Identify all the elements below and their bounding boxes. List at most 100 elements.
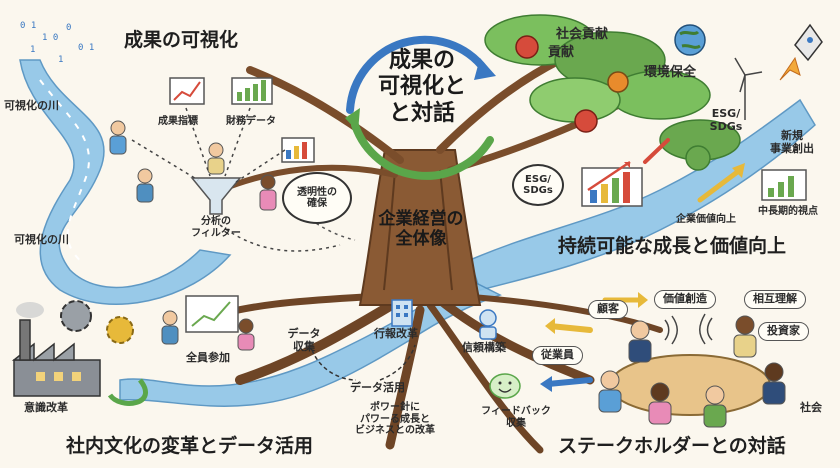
new-business-line: 新規: [781, 129, 803, 142]
kpi-label: 成果指標: [158, 116, 198, 127]
corporate-value-label: 企業価値向上: [676, 214, 736, 225]
orange-icon: [607, 71, 629, 93]
data-collect-label: データ 収集: [282, 327, 326, 353]
person-icon: [207, 142, 225, 175]
growth-river: [469, 98, 816, 291]
esg-label: ESG/ SDGs: [706, 107, 746, 133]
svg-text:0: 0: [66, 23, 71, 33]
building-icon: [391, 299, 413, 327]
kpi-chart-icon: [169, 77, 205, 105]
center-title-line: と対話: [388, 100, 455, 126]
person-icon: [237, 318, 255, 351]
center-title-line: 成果の: [388, 48, 455, 73]
esg-badge-line: ESG/: [525, 173, 551, 185]
trunk-bark-line: [383, 169, 396, 291]
awareness-label: 意識改革: [24, 401, 68, 414]
section-title-stakeholder: ステークホルダーとの対話: [558, 435, 786, 457]
esg-line: ESG/: [711, 107, 741, 120]
whiteboard-icon: [185, 295, 239, 333]
flow-dashes: [131, 107, 341, 252]
green-cycle-arrow: [107, 378, 148, 406]
feedback-chat-icon: [489, 373, 521, 399]
person-icon: [733, 315, 757, 358]
feedback-label: フィードバック 収集: [476, 406, 556, 429]
customer-pill: 顧客: [588, 300, 628, 319]
transparency-line: 確保: [307, 198, 327, 209]
person-icon: [136, 168, 154, 203]
person-icon: [598, 370, 622, 413]
svg-text:0 1: 0 1: [78, 43, 94, 53]
svg-text:1: 1: [30, 45, 35, 55]
filter-funnel-icon: [190, 177, 242, 215]
transparency-badge: 透明性の 確保: [282, 172, 352, 224]
center-title: 成果の 可視化と と対話: [372, 48, 472, 127]
society-label: 社会: [800, 401, 822, 414]
leaf-badge-icon: [685, 145, 711, 171]
esg-badge-line: SDGs: [523, 185, 553, 196]
data-collect-line: 収集: [293, 339, 315, 353]
globe-icon: [674, 24, 706, 56]
contribution-label: 貢献: [548, 45, 575, 60]
river-label: 可視化の川: [14, 233, 69, 246]
section-title-growth: 持続可能な成長と価値向上: [558, 235, 787, 257]
finance-data-label: 財務データ: [226, 116, 276, 127]
data-use-label: データ活用: [350, 381, 405, 394]
person-icon: [628, 320, 652, 363]
leaf-canopy: [484, 14, 741, 161]
trunk-bark-line: [439, 169, 453, 291]
person-icon: [259, 174, 277, 211]
section-title-culture: 社内文化の変革とデータ活用: [66, 435, 314, 457]
filter-label-line: フィルター: [191, 227, 241, 239]
center-title-line: 可視化と: [377, 74, 466, 100]
feedback-line: 収集: [506, 417, 526, 429]
sound-wave-icon: [664, 313, 713, 345]
svg-text:1 0: 1 0: [42, 33, 58, 43]
gear-icon: [106, 316, 134, 344]
filter-label-line: 分析の: [201, 216, 231, 227]
esg-badge: ESG/ SDGs: [512, 164, 564, 206]
apple-icon: [515, 35, 539, 59]
section-title-visualization: 成果の可視化: [124, 29, 239, 51]
visualization-river: [19, 59, 232, 306]
svg-text:0 1: 0 1: [20, 21, 36, 31]
trust-label: 信頼構築: [462, 341, 506, 354]
rocket-icon: [779, 23, 823, 81]
midlong-bar-chart-icon: [761, 169, 807, 201]
bar-chart-icon: [281, 137, 315, 163]
center-cycle-arrows: [345, 35, 496, 180]
social-contribution-label: 社会貢献: [556, 27, 609, 42]
river-label: 可視化の川: [4, 99, 59, 112]
environment-label: 環境保全: [644, 65, 697, 80]
trunk-title-line: 企業経営の: [378, 209, 464, 229]
powerful-line: ポワー針に: [370, 402, 420, 413]
binary-data-icon: 0 1 1 0 0 1 0 1 1: [20, 21, 94, 65]
person-icon: [109, 120, 127, 155]
admin-reform-label: 行報改革: [374, 327, 418, 340]
powerful-line: ビジネスとの改革: [355, 425, 435, 436]
esg-line: SDGs: [709, 119, 743, 133]
powerful-growth-label: ポワー針に パワーる成長と ビジネスとの改革: [340, 402, 450, 437]
apple-icon: [574, 109, 598, 133]
up-arrow-icon: [697, 167, 743, 203]
midlong-view-label: 中長期的視点: [758, 206, 818, 217]
filter-label: 分析の フィルター: [186, 216, 246, 239]
new-business-line: 事業創出: [770, 141, 814, 155]
value-creation-pill: 価値創造: [654, 290, 716, 309]
person-icon: [703, 385, 727, 428]
svg-text:1: 1: [58, 55, 63, 65]
transparency-line: 透明性の: [297, 186, 337, 198]
river-highlight: [39, 79, 90, 266]
new-business-label: 新規 事業創出: [762, 129, 822, 155]
data-collect-line: データ: [287, 327, 321, 340]
person-icon: [161, 310, 179, 345]
mutual-understanding-pill: 相互理解: [744, 290, 806, 309]
finance-chart-icon: [231, 77, 273, 105]
growth-bar-chart-icon: [581, 160, 643, 207]
culture-flow-arrows: [311, 344, 416, 381]
up-arrow-icon: [643, 138, 670, 164]
investor-pill: 投資家: [758, 322, 809, 341]
trunk-title: 企業経営の 全体像: [368, 209, 474, 249]
factory-icon: [11, 302, 101, 397]
